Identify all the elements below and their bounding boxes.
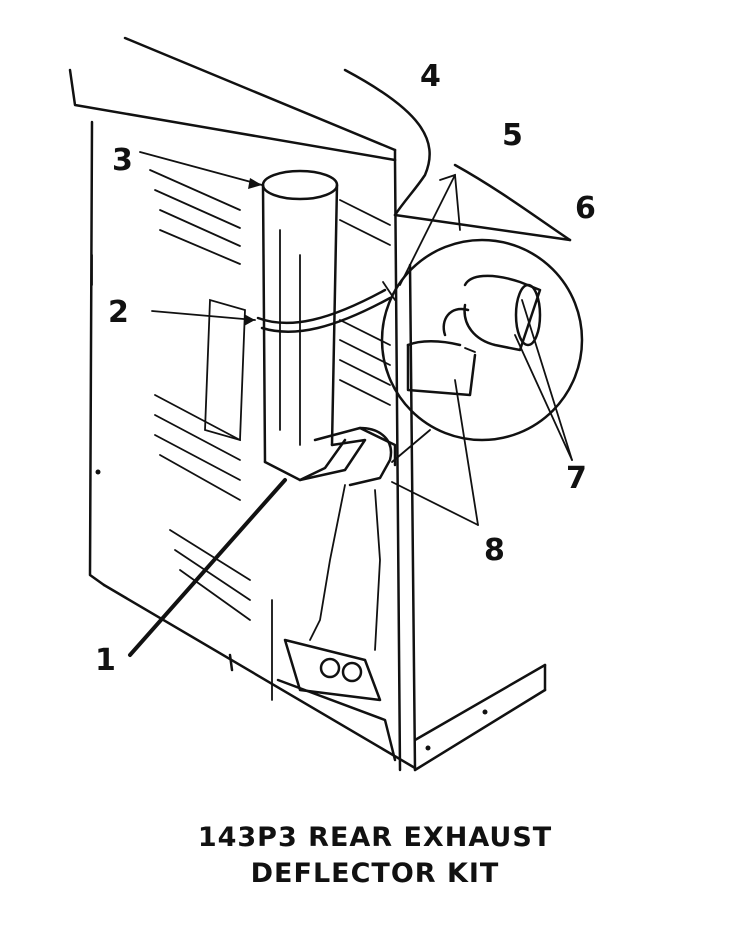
callout-5: 5 <box>502 118 523 153</box>
callout-8: 8 <box>484 533 505 568</box>
callout-4: 4 <box>420 59 441 94</box>
diagram-caption-line-2: DEFLECTOR KIT <box>250 858 500 889</box>
callout-1: 1 <box>95 643 116 678</box>
louver-slots <box>149 169 391 621</box>
callout-leaders <box>128 151 573 657</box>
callout-7: 7 <box>566 461 587 496</box>
diagram-caption-line-1: 143P3 REAR EXHAUST <box>197 822 553 853</box>
callout-6: 6 <box>575 191 596 226</box>
dryer-exhaust-duct <box>271 484 397 762</box>
elbow-deflector <box>263 426 397 487</box>
callout-2: 2 <box>108 295 129 330</box>
mounting-strap <box>256 281 396 333</box>
exhaust-pipe <box>261 169 339 464</box>
detail-magnifier <box>380 174 584 463</box>
callout-3: 3 <box>112 143 133 178</box>
dryer-cabinet <box>68 36 572 772</box>
